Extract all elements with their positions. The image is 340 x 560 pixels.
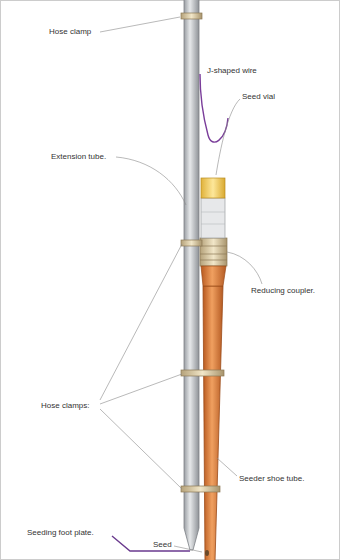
- part-label: Reducing coupler.: [250, 286, 316, 296]
- reducing-coupler: [200, 238, 227, 286]
- extension-tube: [184, 0, 199, 550]
- part-label: J-shaped wire: [206, 66, 258, 76]
- seeding-foot-plate: [112, 536, 190, 551]
- part-label: Seeding foot plate.: [26, 528, 95, 538]
- part-label: Hose clamps:: [40, 401, 90, 411]
- part-label: Seed vial: [241, 92, 276, 102]
- seeder-shoe-tube: [203, 286, 223, 560]
- seed-symbol: [205, 550, 209, 556]
- part-label: Extension tube.: [50, 152, 107, 162]
- hose-clamps: [181, 13, 224, 492]
- part-label: Seeder shoe tube.: [238, 474, 305, 484]
- part-label: Seed: [152, 540, 173, 550]
- j-shaped-wire: [200, 74, 228, 142]
- part-label: Hose clamp: [48, 27, 92, 37]
- seed-vial: [201, 178, 225, 238]
- leader-lines: [100, 17, 262, 552]
